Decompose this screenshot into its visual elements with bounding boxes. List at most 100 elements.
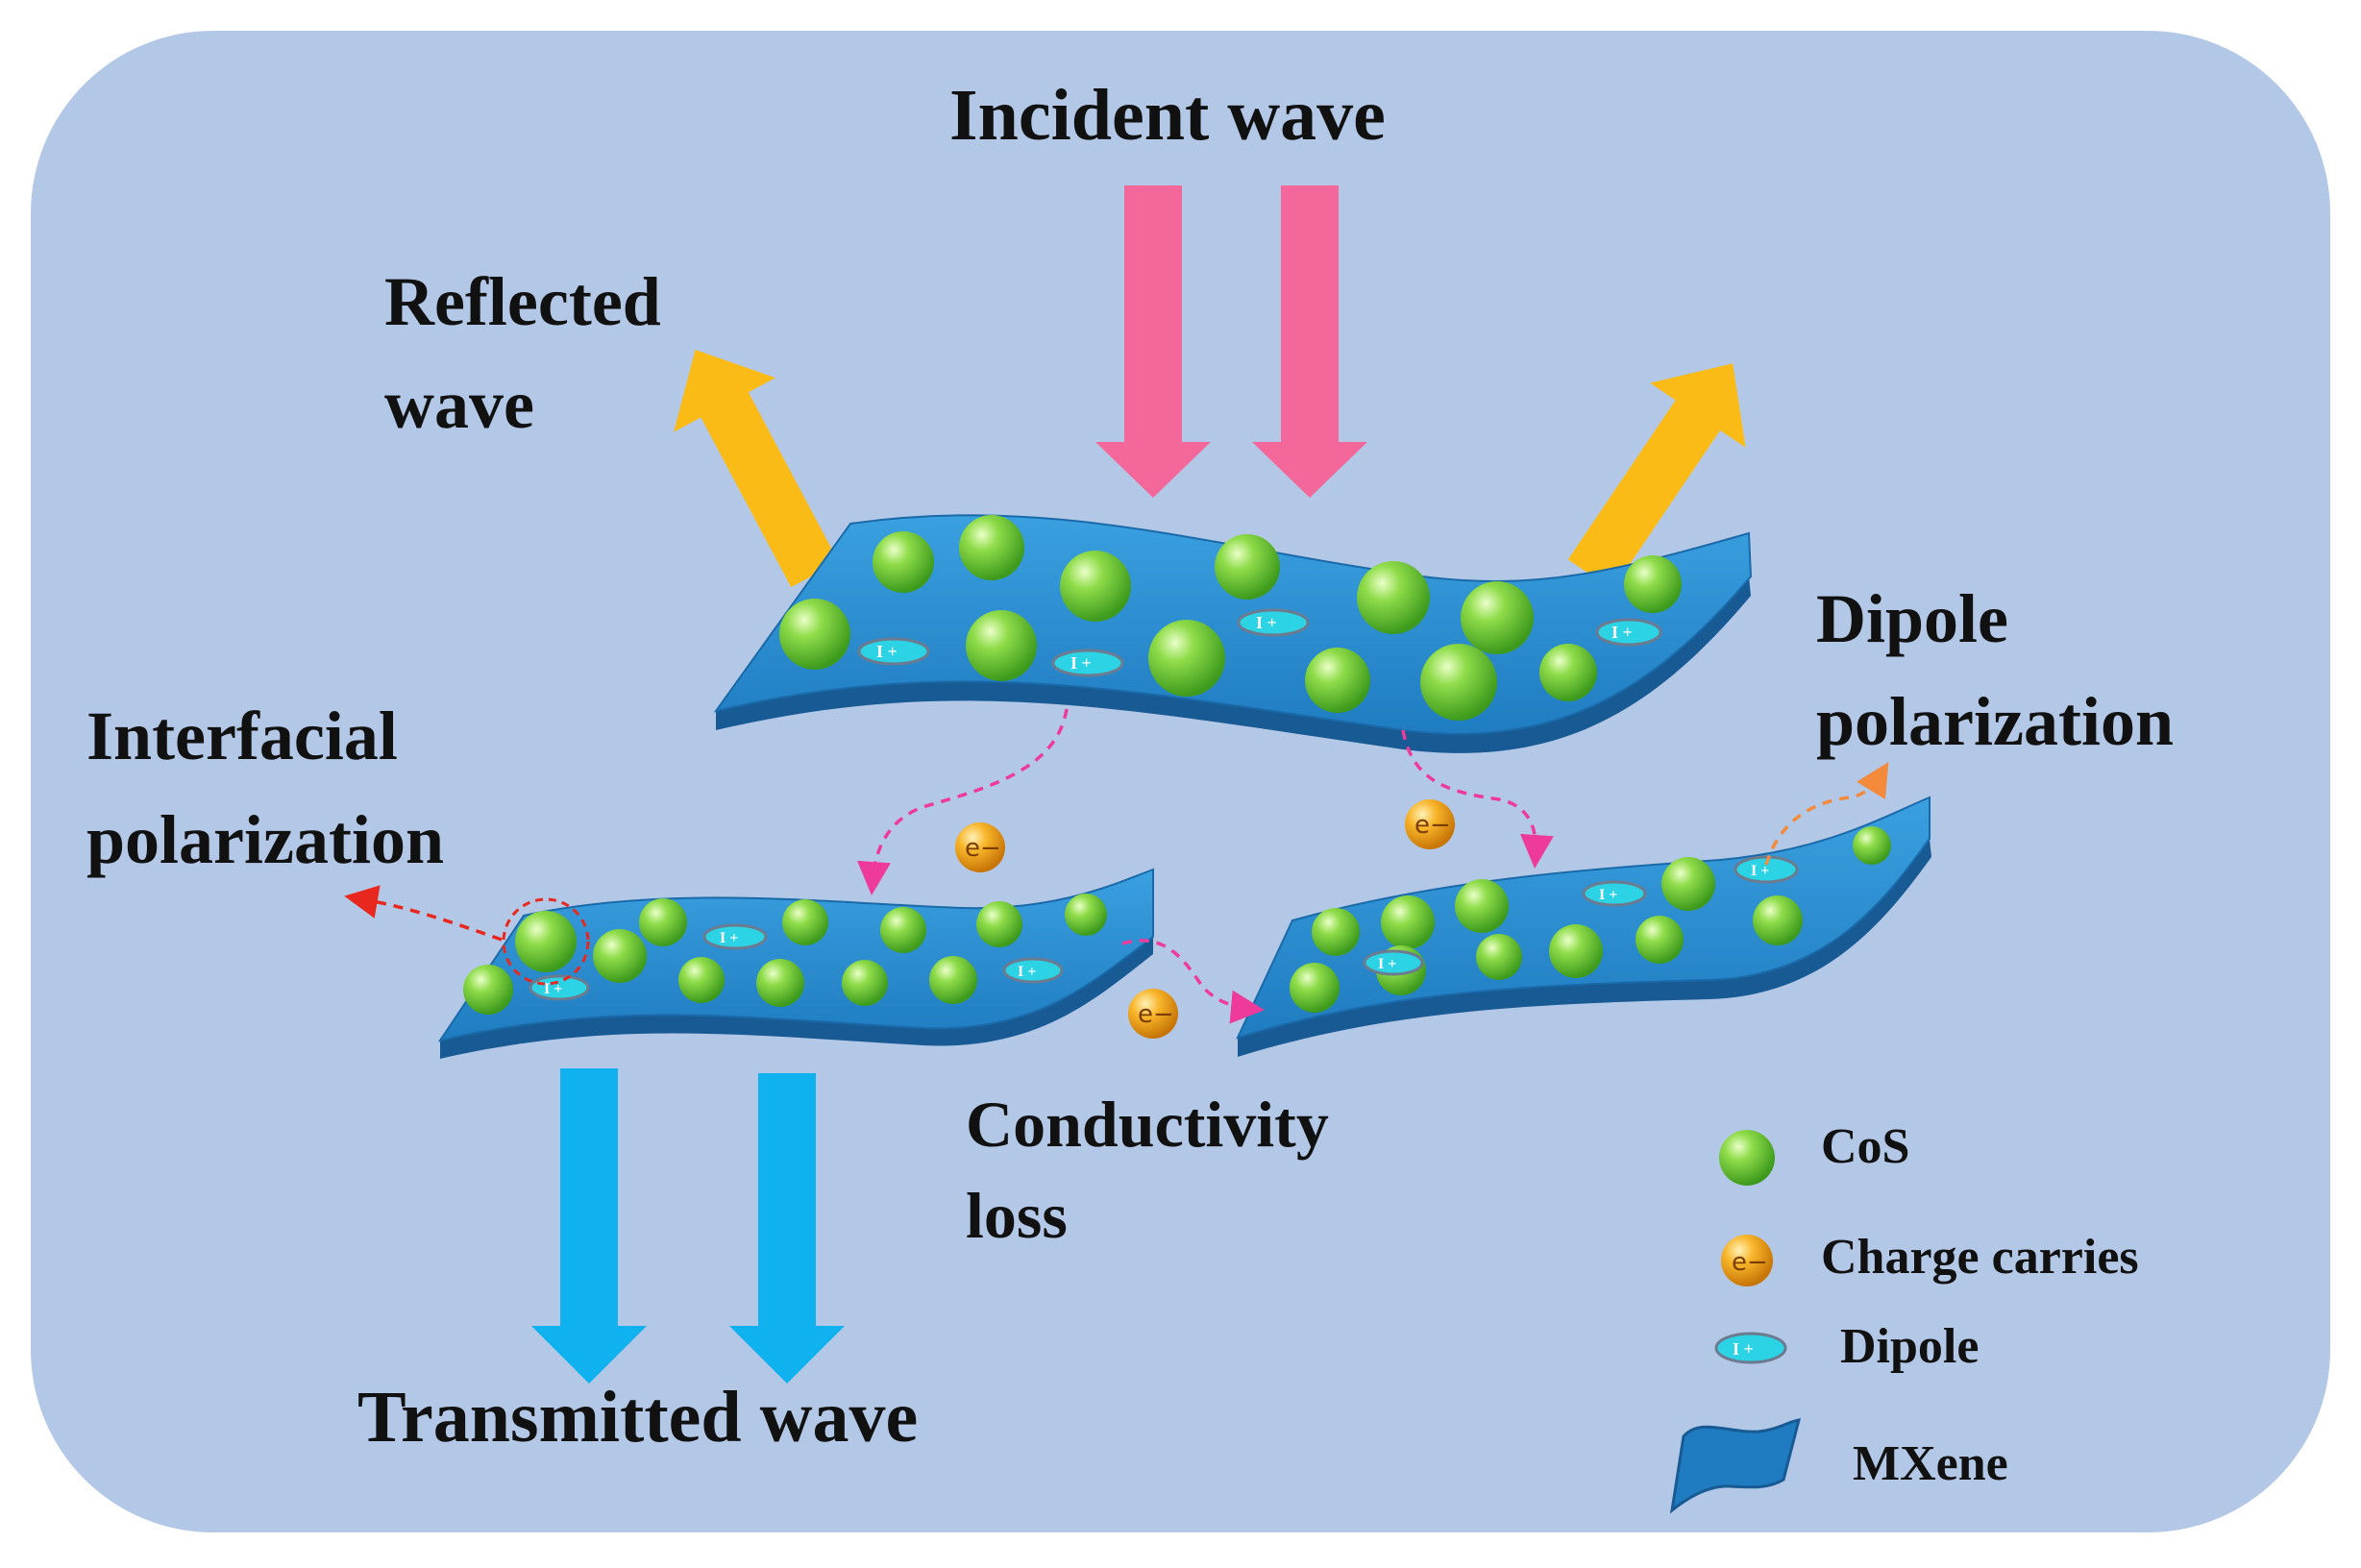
cos-sphere xyxy=(1661,857,1715,911)
cos-sphere xyxy=(593,929,647,983)
cos-sphere xyxy=(1624,555,1682,613)
charge-carrier-symbol: e− xyxy=(965,834,1001,863)
charge-carrier-icon xyxy=(1128,989,1178,1039)
transmitted-arrow-right-icon xyxy=(729,1073,845,1384)
incident-wave-arrows xyxy=(1095,185,1367,498)
cos-sphere xyxy=(463,965,513,1015)
loss-path-arrow-2 xyxy=(1401,729,1554,869)
cos-sphere xyxy=(1853,826,1891,865)
dipole-icon xyxy=(1363,949,1424,976)
mxene-sheet-top-edge xyxy=(716,576,1751,753)
cos-sphere xyxy=(1476,934,1522,980)
svg-text:I +: I + xyxy=(544,981,562,997)
dipole-icon xyxy=(1002,957,1064,984)
cos-sphere xyxy=(515,911,577,972)
incident-arrow-left-icon xyxy=(1095,185,1211,498)
cos-sphere xyxy=(1060,551,1131,622)
cos-sphere xyxy=(976,901,1022,947)
reflected-arrow-right-icon xyxy=(1567,363,1746,590)
dipole-icon-glyph: I + xyxy=(1733,1339,1754,1359)
cos-sphere xyxy=(1539,644,1597,701)
transmitted-arrow-left-icon xyxy=(531,1068,647,1384)
interfacial-path-arrow xyxy=(344,885,503,942)
cos-sphere xyxy=(873,531,934,593)
charge-carrier-icon xyxy=(1405,799,1455,849)
cos-sphere xyxy=(782,899,828,945)
svg-text:I +: I + xyxy=(1070,653,1092,673)
cos-sphere xyxy=(1065,894,1107,936)
cos-sphere xyxy=(1461,581,1534,654)
cos-sphere xyxy=(959,515,1024,580)
legend: CoS e− Charge carries I + Dipole MXene xyxy=(1669,1119,2139,1514)
loss-path-arrow-3 xyxy=(1121,939,1265,1024)
cos-sphere xyxy=(966,610,1037,681)
cos-sphere xyxy=(1753,895,1803,945)
cos-sphere xyxy=(1420,644,1497,721)
dipole-icon xyxy=(702,923,768,950)
legend-label-cos: CoS xyxy=(1821,1119,1909,1174)
cos-sphere xyxy=(1148,620,1225,697)
cos-sphere xyxy=(1290,963,1340,1013)
svg-text:I +: I + xyxy=(1018,964,1036,980)
mxene-sheet-right-edge xyxy=(1238,839,1931,1057)
charge-carrier-symbol: e− xyxy=(1732,1248,1768,1277)
svg-text:I +: I + xyxy=(1751,863,1769,879)
reflected-arrow-left-icon xyxy=(674,350,839,588)
cos-sphere xyxy=(880,907,926,953)
dipole-polarization-label-line2: polarization xyxy=(1816,683,2174,760)
cos-sphere xyxy=(1549,924,1603,978)
svg-text:I +: I + xyxy=(876,642,898,661)
dipole-icon xyxy=(1051,649,1124,677)
svg-text:I +: I + xyxy=(1611,623,1633,642)
reflected-wave-label-line2: wave xyxy=(384,366,534,443)
dipole-polarization-label-line1: Dipole xyxy=(1816,580,2008,657)
conductivity-loss-label-line1: Conductivity xyxy=(966,1088,1329,1161)
dipole-path-arrow xyxy=(1764,762,1889,866)
cos-sphere xyxy=(1312,908,1360,956)
dipole-icon xyxy=(1734,855,1799,884)
reflected-wave-arrows xyxy=(674,350,1746,590)
legend-label-mxene: MXene xyxy=(1853,1436,2008,1491)
dipole-icon xyxy=(1595,618,1662,647)
svg-text:I +: I + xyxy=(1256,613,1277,632)
legend-label-charge-carries: Charge carries xyxy=(1821,1230,2139,1285)
cos-sphere xyxy=(756,959,804,1007)
dipole-icon xyxy=(529,974,590,1001)
cos-sphere-icon xyxy=(1719,1130,1775,1186)
cos-sphere xyxy=(678,957,725,1003)
dipole-icon xyxy=(1714,1332,1787,1364)
cos-sphere xyxy=(1215,534,1280,600)
cos-sphere xyxy=(1635,916,1684,964)
charge-carrier-icon xyxy=(955,822,1005,872)
cos-sphere xyxy=(929,956,977,1004)
charge-carriers: e− e− e− xyxy=(955,799,1455,1039)
incident-arrow-right-icon xyxy=(1252,185,1367,498)
dipoles: I + I + I + I + I + I + I + I + I + I + xyxy=(529,608,1799,1001)
dipole-icon xyxy=(1237,608,1310,637)
transmitted-wave-arrows xyxy=(531,1068,845,1384)
conductivity-loss-label-line2: loss xyxy=(966,1179,1068,1252)
cos-sphere xyxy=(1455,879,1509,933)
cos-sphere xyxy=(639,898,687,946)
legend-label-dipole: Dipole xyxy=(1840,1319,1979,1374)
svg-text:I +: I + xyxy=(1599,887,1617,903)
cos-particles xyxy=(463,515,1891,1015)
reflected-wave-label-line1: Reflected xyxy=(384,263,661,340)
charge-carrier-icon xyxy=(1721,1235,1773,1286)
charge-carrier-symbol: e− xyxy=(1414,811,1451,840)
dipole-icon xyxy=(857,637,930,666)
mxene-sheet-left-edge xyxy=(440,937,1153,1059)
transmitted-wave-label: Transmitted wave xyxy=(357,1377,918,1458)
cos-sphere xyxy=(1381,895,1435,949)
cos-sphere xyxy=(1357,561,1430,634)
cos-sphere xyxy=(779,599,850,670)
interfacial-polarization-label-line2: polarization xyxy=(86,801,444,878)
loss-path-arrow-1 xyxy=(857,708,1069,895)
mxene-sheet-icon xyxy=(1669,1418,1802,1514)
cos-sphere xyxy=(1305,648,1370,713)
cos-sphere xyxy=(842,960,888,1006)
dipole-icon xyxy=(1582,880,1647,907)
incident-wave-label: Incident wave xyxy=(949,75,1386,156)
